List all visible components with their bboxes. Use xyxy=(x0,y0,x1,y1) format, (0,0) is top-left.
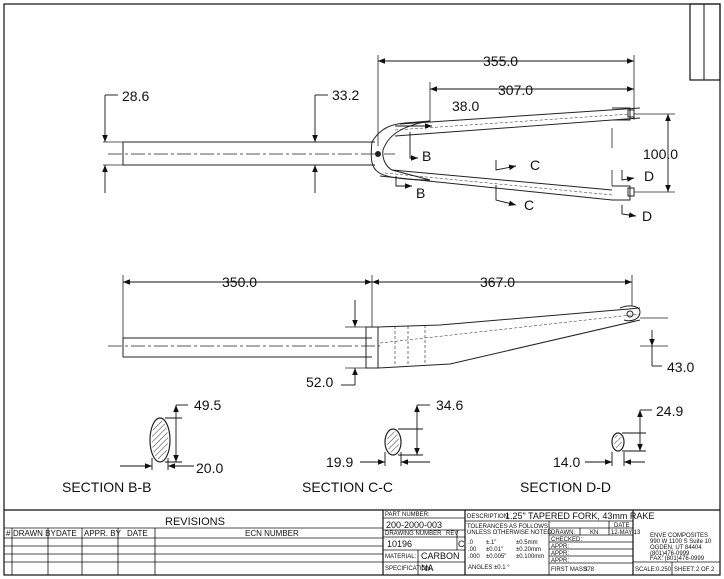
appr-label-1: APPR: xyxy=(551,544,569,550)
dim-49-5: 49.5 xyxy=(194,397,221,413)
material: CARBON xyxy=(421,551,460,561)
tol-row-1-inch: ±.1" xyxy=(486,540,496,546)
company-address-1: 990 W 1100 S Suite 10 xyxy=(650,539,712,545)
part-number-label: PART NUMBER: xyxy=(385,512,430,518)
side-view xyxy=(108,275,668,369)
section-cc-title: SECTION C-C xyxy=(302,479,393,495)
side-dimensions xyxy=(123,279,662,386)
description-label: DESCRIPTION: xyxy=(467,514,510,520)
dim-20: 20.0 xyxy=(196,460,223,476)
marker-d-lower: D xyxy=(642,208,652,224)
dim-14: 14.0 xyxy=(553,454,580,470)
dim-19-9: 19.9 xyxy=(326,454,353,470)
spec: NA xyxy=(421,563,434,573)
rev-label: REV xyxy=(446,531,458,537)
appr-label-3: APPR: xyxy=(551,558,569,564)
description: 1.25" TAPERED FORK, 43mm RAKE xyxy=(505,511,654,521)
tol-row-2-mm: ±0.20mm xyxy=(516,547,541,553)
company-name: ENVE COMPOSITES xyxy=(650,533,708,539)
drawing-number-label: DRAWING NUMBER xyxy=(385,531,442,537)
angles-tolerance: ANGLES ±0.1 ° xyxy=(468,565,510,571)
tol-row-3-place: .000 xyxy=(468,554,480,560)
dim-100: 100.0 xyxy=(643,146,678,162)
top-view xyxy=(103,55,675,201)
date-label: DATE xyxy=(614,523,630,529)
marker-d-upper: D xyxy=(644,168,654,184)
scale: 0.250 xyxy=(656,567,672,573)
dim-355: 355.0 xyxy=(483,53,518,69)
material-label: MATERIAL: xyxy=(385,554,417,560)
part-number: 200-2000-003 xyxy=(386,520,442,530)
section-dd: 24.9 14.0 SECTION D-D xyxy=(520,403,683,495)
tol-row-2-inch: ±0.01" xyxy=(486,547,503,553)
dim-34-6: 34.6 xyxy=(436,397,463,413)
dim-24-9: 24.9 xyxy=(656,403,683,419)
rev-col-date-2: DATE xyxy=(127,529,148,538)
top-dimensions xyxy=(102,58,671,218)
drawn-by: KN xyxy=(590,530,598,536)
section-dd-title: SECTION D-D xyxy=(520,479,611,495)
dim-28-6: 28.6 xyxy=(122,88,149,104)
marker-b-upper: B xyxy=(422,148,431,164)
rev-col-ecn: ECN NUMBER xyxy=(245,529,299,538)
dim-367: 367.0 xyxy=(480,274,515,290)
rev-col-drawn-by: DRAWN BY xyxy=(13,529,56,538)
dim-33-2: 33.2 xyxy=(332,87,359,103)
tolerance-note-2: UNLESS OTHERWISE NOTED xyxy=(467,530,552,536)
checked-label: CHECKED: xyxy=(551,537,582,543)
spec-label: SPECIFICATION: xyxy=(385,566,433,572)
tol-row-1-mm: ±0.5mm xyxy=(516,540,538,546)
section-cc: 34.6 19.9 SECTION C-C xyxy=(302,397,463,495)
drawn-date: 12-MAY-13 xyxy=(611,530,641,536)
marker-c-upper: C xyxy=(530,157,540,173)
company-fax: FAX: (801)476-0999 xyxy=(650,556,705,562)
tolerance-note-1: TOLERANCES AS FOLLOWS xyxy=(467,524,548,530)
appr-label-2: APPR: xyxy=(551,551,569,557)
tol-row-2-place: .00 xyxy=(468,547,477,553)
rev-col-appr-by: APPR. BY xyxy=(84,529,122,538)
title-block-grid xyxy=(383,509,720,575)
sheet-number: 2 OF 2 xyxy=(696,567,715,573)
section-bb-title: SECTION B-B xyxy=(62,479,151,495)
tol-row-1-place: .0 xyxy=(468,540,474,546)
drawn-label: DRAWN: xyxy=(551,530,575,536)
dim-43: 43.0 xyxy=(667,359,694,375)
dim-52: 52.0 xyxy=(306,374,333,390)
tol-row-3-inch: ±0.005" xyxy=(486,554,506,560)
company-phone: (801)476-0999 xyxy=(650,551,690,557)
marker-c-lower: C xyxy=(524,197,534,213)
sheet-border xyxy=(3,3,721,576)
dim-350: 350.0 xyxy=(222,274,257,290)
scale-label: SCALE: xyxy=(635,567,657,573)
dim-38: 38.0 xyxy=(452,98,479,114)
rev-letter: C xyxy=(458,539,465,549)
revisions-table xyxy=(4,509,384,575)
section-bb: 49.5 20.0 SECTION B-B xyxy=(62,397,223,495)
drawing-number: 10196 xyxy=(387,539,412,549)
first-mass: 378 xyxy=(584,567,595,573)
tol-row-3-mm: ±0.100mm xyxy=(516,554,544,560)
rev-col-num: # xyxy=(6,529,11,538)
sheet-label: SHEET: xyxy=(674,567,695,573)
revisions-title: REVISIONS xyxy=(165,516,225,528)
marker-b-lower: B xyxy=(416,185,425,201)
corner-tab xyxy=(689,3,721,81)
company-address-2: OGDEN, UT 84404 xyxy=(650,545,702,551)
dim-307: 307.0 xyxy=(498,82,533,98)
rev-col-date: DATE xyxy=(56,529,77,538)
first-mass-label: FIRST MASS: xyxy=(551,567,589,573)
